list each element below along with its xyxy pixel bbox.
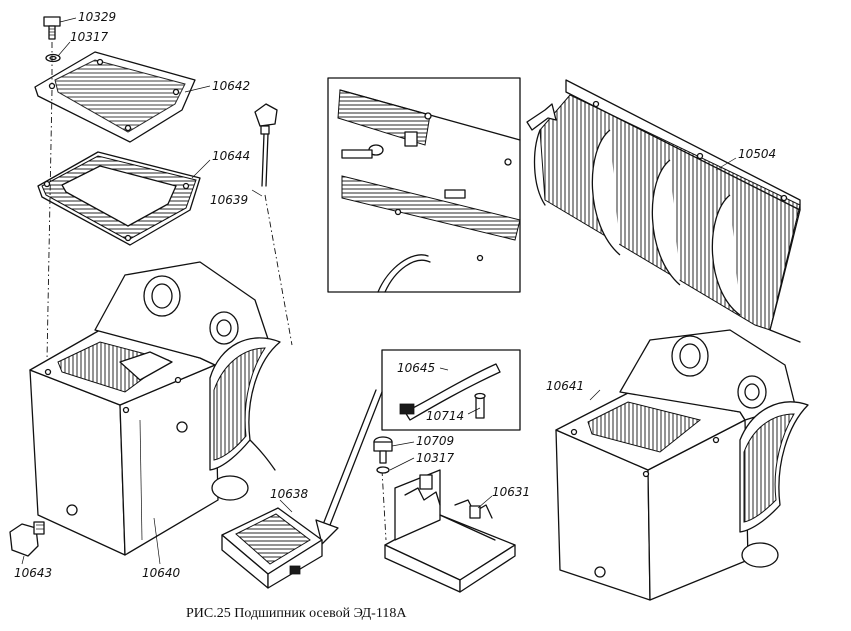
pad-10638-part [221,507,323,589]
label-10714: 10714 [426,409,464,423]
dipstick-10639-part [254,103,278,187]
label-10638: 10638 [270,487,309,501]
label-10329: 10329 [78,10,116,24]
assembly-axis-lines [46,42,387,541]
label-10640: 10640 [142,566,181,580]
bearing-housing-10641-part [555,329,809,601]
leader-lines [21,17,737,565]
label-10709: 10709 [416,434,454,448]
washer-10317-part [45,53,61,63]
lubricator-10631-part [384,469,516,593]
bolt-10709-part [373,436,393,464]
gasket-10644-part [37,151,201,246]
label-10641: 10641 [546,379,584,393]
label-10504: 10504 [738,147,776,161]
label-10645: 10645 [397,361,435,375]
cover-10642-part [34,51,196,143]
label-10642: 10642 [212,79,250,93]
drain-plug-10643-part [9,521,45,557]
label-10631: 10631 [492,485,530,499]
label-10317-lower: 10317 [416,451,455,465]
label-10639: 10639 [210,193,248,207]
label-10644: 10644 [212,149,250,163]
pointer-arrow [315,389,383,545]
part-labels: 10329 10317 10642 10644 10639 10504 1064… [14,10,776,580]
inset-spring-frame [381,349,521,431]
figure-caption: РИС.25 Подшипник осевой ЭД-118А [186,606,407,621]
bearing-housing-10640-part [29,261,281,556]
bolt-10329-part [43,16,61,40]
label-10643: 10643 [14,566,52,580]
inset-detail-frame [327,77,521,293]
washer-10317-lower-part [376,466,390,474]
rack-10504-part [526,79,801,343]
label-10317-top: 10317 [70,30,109,44]
